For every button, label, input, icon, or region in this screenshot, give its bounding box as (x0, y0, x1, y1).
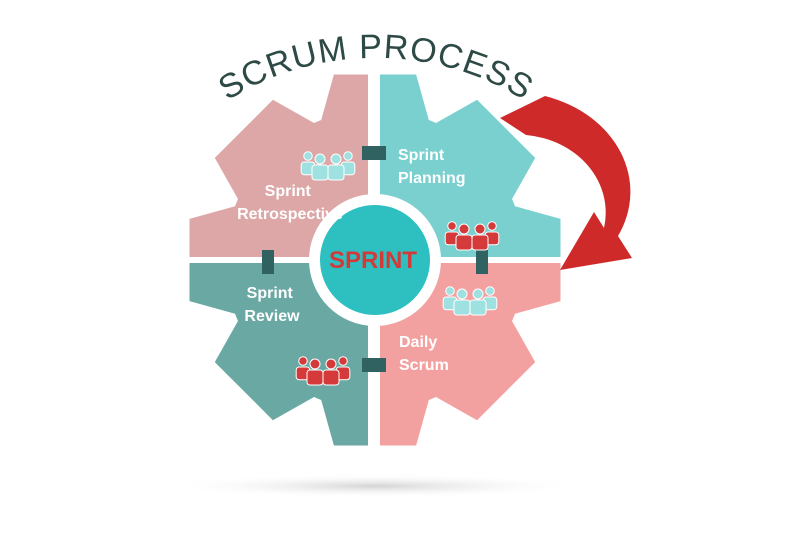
connector-top (362, 146, 386, 160)
team-member-body (306, 369, 324, 386)
team-member-body (471, 234, 489, 251)
cycle-arrow-icon (500, 96, 632, 270)
label-sprint-retrospective: Sprint Retrospective (237, 183, 343, 223)
team-member-body (322, 369, 340, 386)
team-member-head (314, 153, 326, 165)
team-member-head (474, 223, 486, 235)
team-member-head (309, 358, 321, 370)
team-member-head (447, 221, 457, 231)
center-circle (320, 205, 430, 315)
team-member-head (298, 356, 308, 366)
team-member-head (343, 151, 353, 161)
gear-segment-review (189, 263, 368, 446)
connector-left (262, 250, 274, 274)
title: SCRUM PROCESS (212, 28, 540, 108)
team-icon (442, 286, 498, 316)
team-member-head (325, 358, 337, 370)
team-member-head (458, 223, 470, 235)
team-member-head (338, 356, 348, 366)
connector-bottom (362, 358, 386, 372)
team-member-body (327, 164, 345, 181)
team-member-body (455, 234, 473, 251)
team-member-head (330, 153, 342, 165)
team-icon (444, 221, 500, 251)
gear-segment-daily-scrum (380, 263, 561, 446)
label-daily-scrum: Daily Scrum (399, 334, 449, 374)
label-sprint-planning: Sprint Planning (398, 147, 466, 187)
team-member-body (311, 164, 329, 181)
center-label: SPRINT (329, 247, 417, 274)
team-member-head (487, 221, 497, 231)
team-member-head (456, 288, 468, 300)
team-member-body (469, 299, 487, 316)
connector-right (476, 250, 488, 274)
team-member-head (472, 288, 484, 300)
team-icon (295, 356, 351, 386)
team-member-head (303, 151, 313, 161)
gear-segment-planning (380, 74, 561, 257)
team-member-head (485, 286, 495, 296)
team-member-head (445, 286, 455, 296)
team-icon (300, 151, 356, 181)
ground-shadow (165, 474, 585, 498)
team-member-body (453, 299, 471, 316)
gear-segment-retrospective (189, 74, 368, 257)
label-sprint-review: Sprint Review (244, 285, 300, 325)
